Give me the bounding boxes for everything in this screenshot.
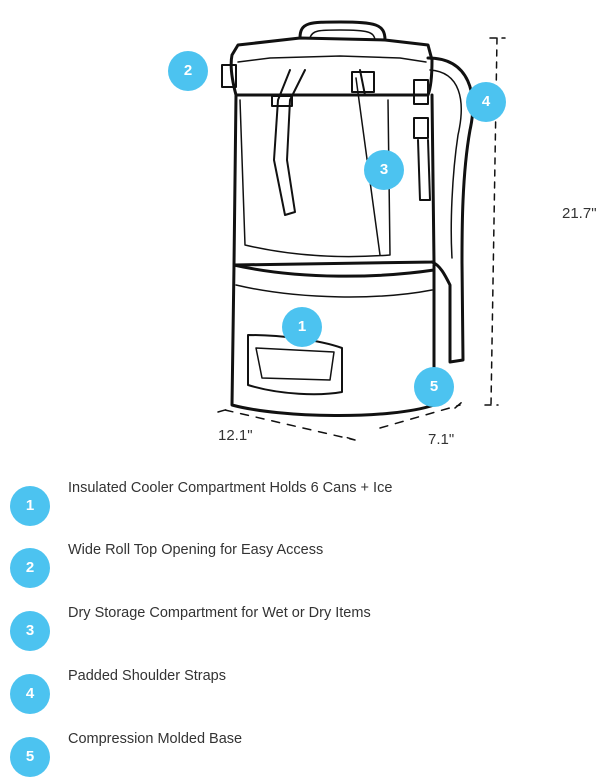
legend-item-5: 5 Compression Molded Base xyxy=(10,731,600,779)
width-dimension-line xyxy=(217,407,356,441)
height-dimension-label: 21.7" xyxy=(562,205,597,222)
upper-body xyxy=(232,93,436,267)
legend-text-2: Wide Roll Top Opening for Easy Access xyxy=(68,542,324,558)
roll-top xyxy=(229,36,434,97)
legend-number-5: 5 xyxy=(10,737,50,777)
top-handle xyxy=(298,20,387,42)
legend-item-4: 4 Padded Shoulder Straps xyxy=(10,668,600,716)
buckle-strap-left xyxy=(273,69,306,216)
legend-text-3: Dry Storage Compartment for Wet or Dry I… xyxy=(68,605,371,621)
legend-number-2: 2 xyxy=(10,548,50,588)
legend-item-1: 1 Insulated Cooler Compartment Holds 6 C… xyxy=(10,480,600,528)
backpack-diagram: 1 2 3 4 5 21.7" 12.1" 7.1" xyxy=(168,20,597,448)
callout-5: 5 xyxy=(414,367,454,407)
cooler-body xyxy=(230,263,436,418)
backpack-illustration xyxy=(217,20,506,441)
shoulder-strap-inner xyxy=(429,69,462,259)
buckle-strap-right xyxy=(359,69,366,96)
callout-2: 2 xyxy=(168,51,208,91)
depth-dimension-label: 7.1" xyxy=(428,431,455,448)
callout-1: 1 xyxy=(282,307,322,347)
legend-item-3: 3 Dry Storage Compartment for Wet or Dry… xyxy=(10,605,600,653)
legend-number-3: 3 xyxy=(10,611,50,651)
callout-4: 4 xyxy=(466,82,506,122)
cooler-seam xyxy=(232,263,436,278)
depth-dimension-line xyxy=(379,401,463,429)
legend-number-1: 1 xyxy=(10,486,50,526)
front-handle xyxy=(247,334,343,396)
dry-pocket xyxy=(239,99,391,258)
legend-text-5: Compression Molded Base xyxy=(68,731,243,747)
legend-text-4: Padded Shoulder Straps xyxy=(68,668,226,684)
shoulder-strap xyxy=(426,56,475,364)
legend-number-4: 4 xyxy=(10,674,50,714)
legend-text-1: Insulated Cooler Compartment Holds 6 Can… xyxy=(68,480,393,496)
legend-item-2: 2 Wide Roll Top Opening for Easy Access xyxy=(10,542,600,590)
callout-3: 3 xyxy=(364,150,404,190)
width-dimension-label: 12.1" xyxy=(218,427,253,444)
